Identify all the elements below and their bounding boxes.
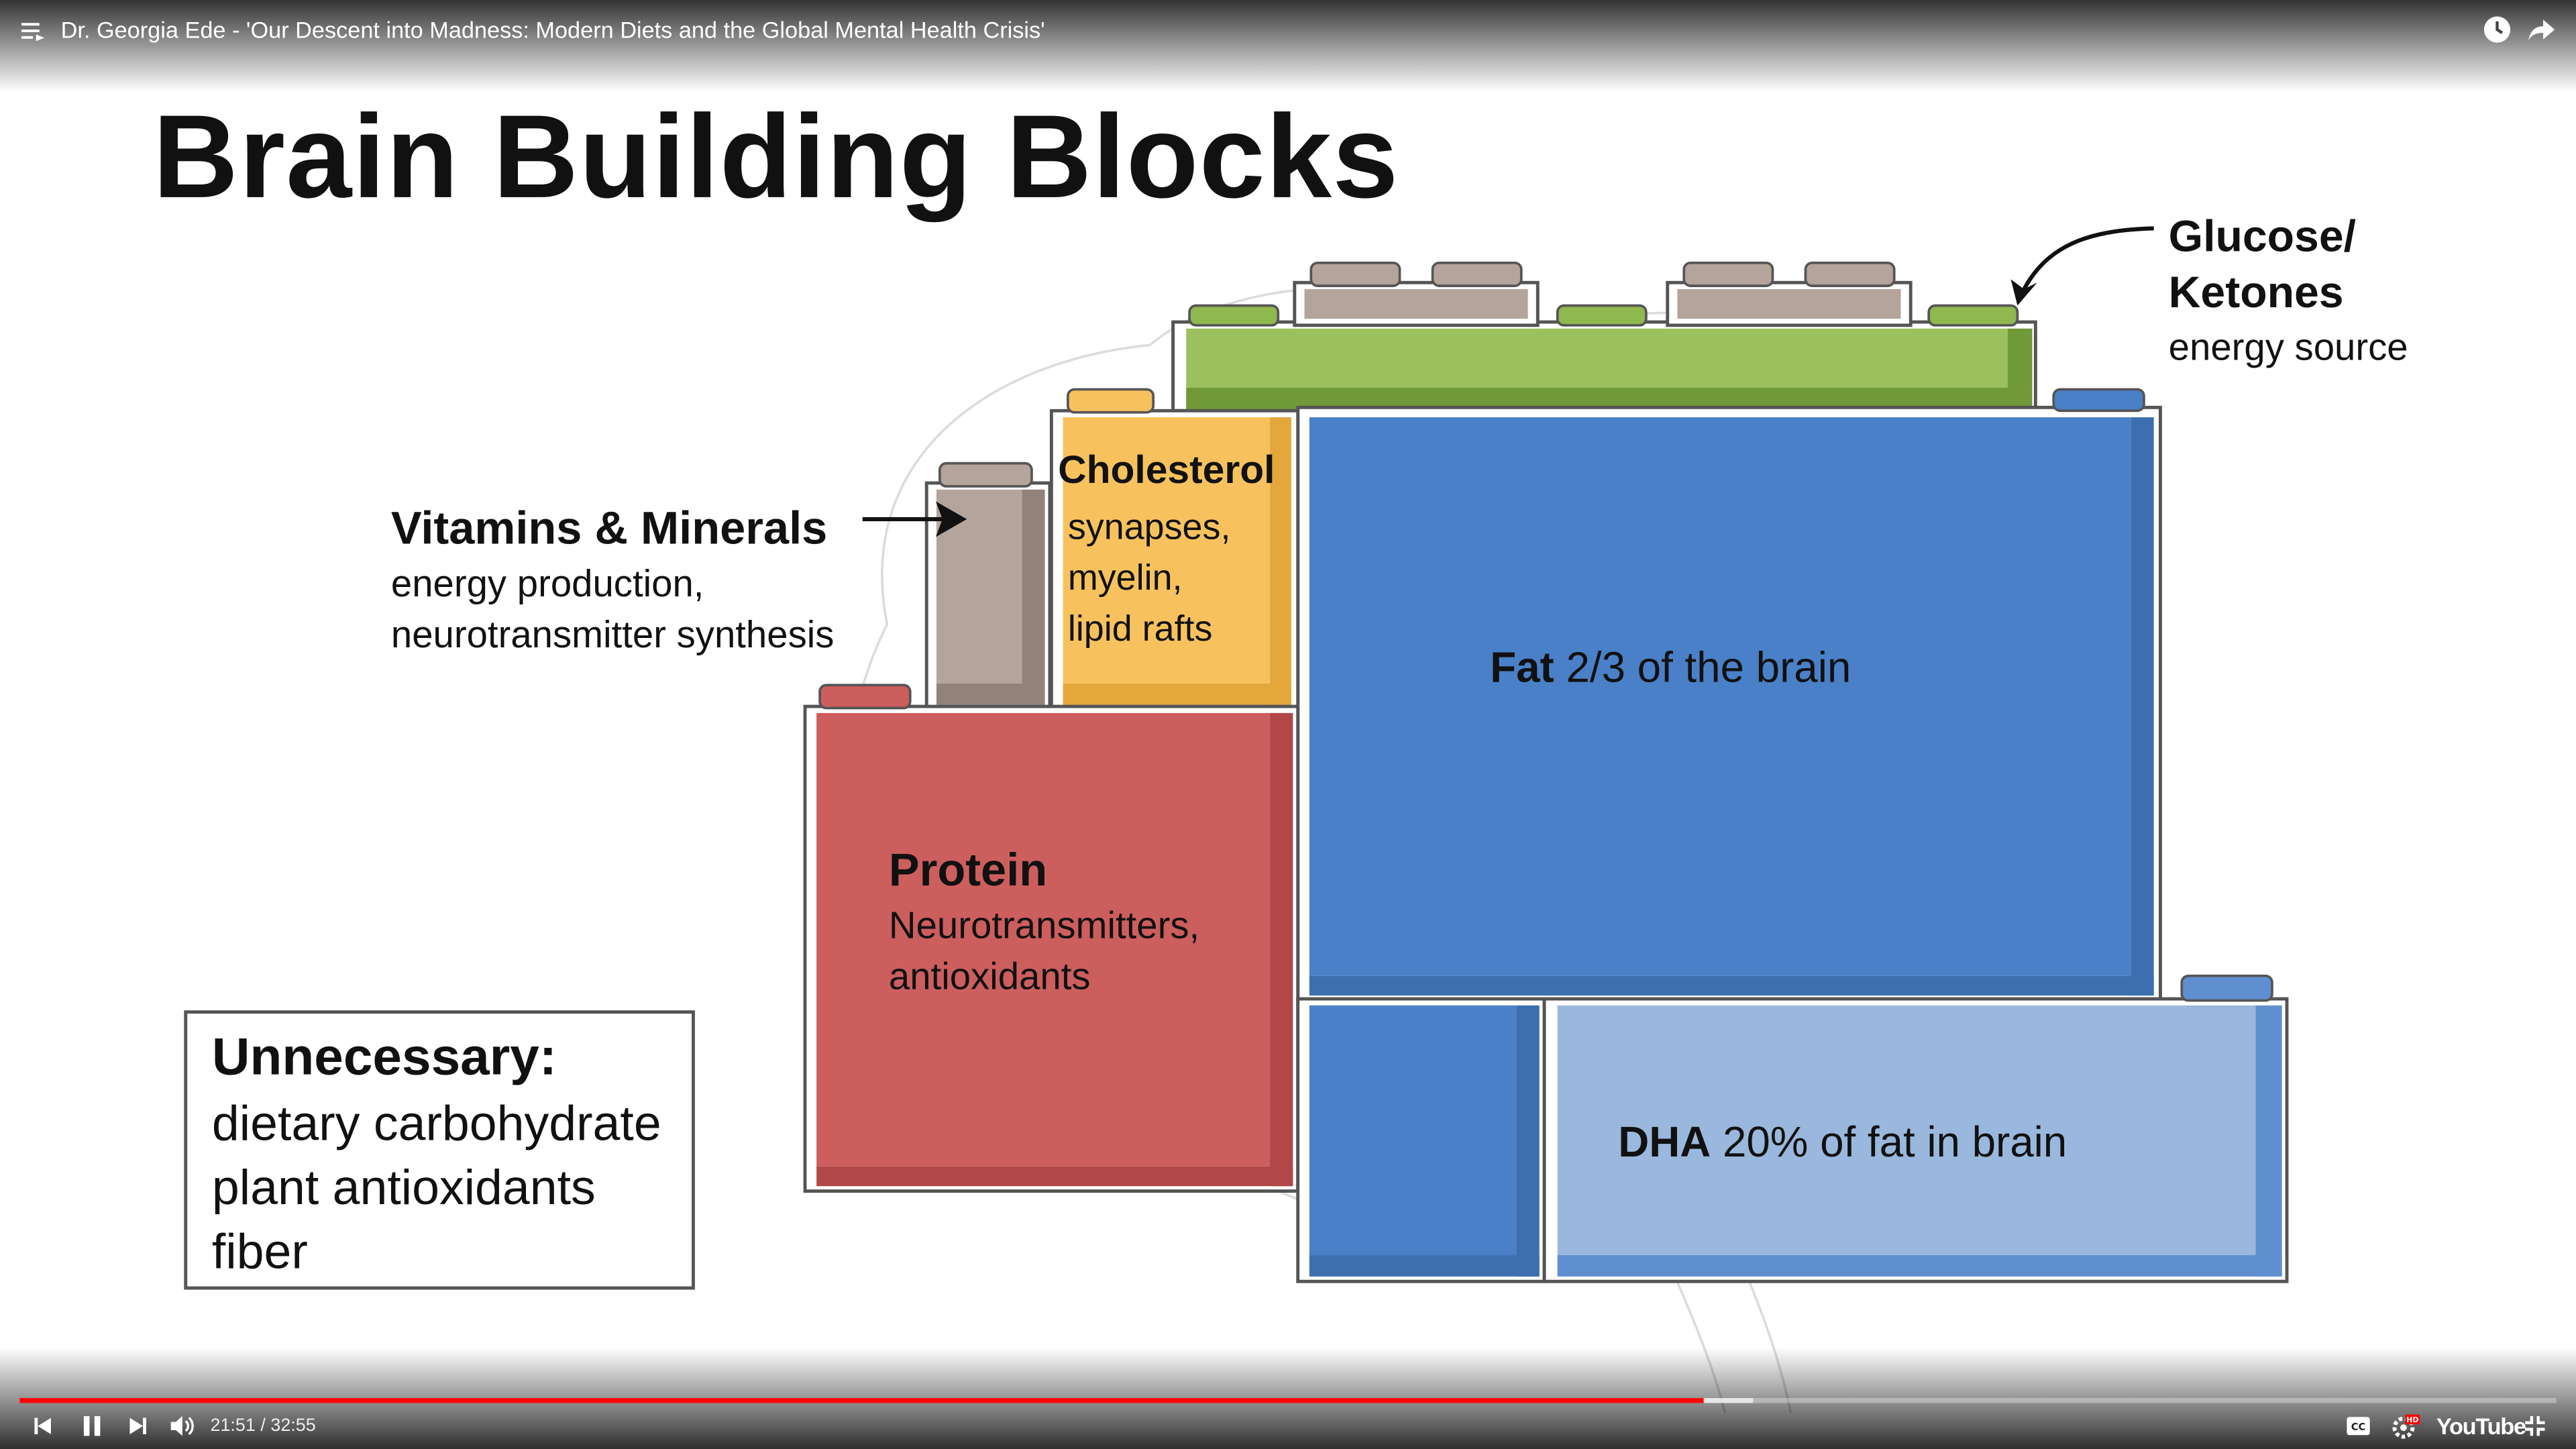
vitamins-minerals-block	[924, 462, 1052, 712]
pause-icon[interactable]	[80, 1415, 103, 1438]
watch-later-icon[interactable]	[2482, 15, 2512, 44]
share-icon[interactable]	[2527, 15, 2557, 44]
unnecessary-item: plant antioxidants	[211, 1161, 596, 1216]
protein-description: Neurotransmitters, antioxidants	[889, 900, 1199, 1002]
dha-description: 20% of fat in brain	[1722, 1117, 2068, 1167]
captions-icon[interactable]: CC	[2346, 1416, 2371, 1436]
progress-played	[19, 1398, 1705, 1403]
player-top-bar	[0, 0, 2576, 93]
glucose-ketones-description: energy source	[2168, 325, 2408, 368]
exit-fullscreen-icon[interactable]	[2524, 1415, 2546, 1438]
fat-label: Fat 2/3 of the brain	[1490, 643, 1851, 694]
grey-top-block-right	[1666, 262, 1913, 327]
protein-block	[803, 684, 1300, 1193]
grey-top-block-left	[1293, 262, 1540, 327]
previous-icon[interactable]	[33, 1416, 52, 1436]
next-icon[interactable]	[128, 1416, 148, 1436]
cholesterol-line-1: synapses,	[1067, 506, 1231, 547]
dha-dark-block	[1296, 997, 1546, 1283]
slide-title: Brain Building Blocks	[152, 92, 1399, 224]
vitamins-arrow	[862, 501, 967, 537]
dha-label: DHA 20% of fat in brain	[1618, 1117, 2067, 1168]
cholesterol-line-2: myelin,	[1067, 557, 1183, 598]
cholesterol-title: Cholesterol	[1058, 448, 1275, 493]
glucose-title-line-1: Glucose/	[2168, 211, 2356, 262]
unnecessary-box	[184, 1010, 695, 1290]
protein-line-2: antioxidants	[888, 954, 1091, 998]
volume-icon[interactable]	[169, 1413, 195, 1439]
fat-title: Fat	[1490, 642, 1554, 692]
glucose-title-line-2: Ketones	[2168, 268, 2344, 317]
video-title[interactable]: Dr. Georgia Ede - 'Our Descent into Madn…	[60, 16, 1045, 43]
dha-block	[1542, 974, 2289, 1283]
player-control-bar	[0, 1347, 2576, 1449]
vitamins-minerals-title: Vitamins & Minerals	[390, 502, 828, 554]
fat-block	[1296, 388, 2162, 1004]
cholesterol-description: synapses, myelin, lipid rafts	[1068, 501, 1231, 654]
unnecessary-item: fiber	[211, 1225, 308, 1280]
vitamins-line-2: neurotransmitter synthesis	[390, 612, 835, 656]
settings-hd-icon[interactable]: HD	[2390, 1411, 2420, 1441]
protein-title: Protein	[888, 844, 1048, 896]
cholesterol-line-3: lipid rafts	[1067, 608, 1213, 649]
glucose-arrow	[2010, 226, 2154, 306]
dha-title: DHA	[1618, 1117, 1711, 1167]
youtube-logo[interactable]: YouTube	[2436, 1413, 2526, 1440]
vitamins-minerals-description: energy production, neurotransmitter synt…	[391, 559, 835, 661]
fat-description: 2/3 of the brain	[1566, 642, 1851, 692]
time-display: 21:51 / 32:55	[210, 1416, 316, 1436]
playlist-icon[interactable]	[21, 19, 45, 42]
svg-text:CC: CC	[2351, 1421, 2366, 1433]
svg-text:HD: HD	[2406, 1415, 2418, 1424]
glucose-ketones-title: Glucose/ Ketones	[2169, 209, 2356, 321]
glucose-ketones-block	[1171, 304, 2037, 413]
unnecessary-title: Unnecessary:	[211, 1026, 557, 1086]
unnecessary-item: dietary carbohydrate	[211, 1097, 661, 1152]
unnecessary-list: dietary carbohydrate plant antioxidants …	[212, 1093, 661, 1285]
protein-line-1: Neurotransmitters,	[888, 903, 1200, 947]
vitamins-line-1: energy production,	[390, 561, 704, 605]
